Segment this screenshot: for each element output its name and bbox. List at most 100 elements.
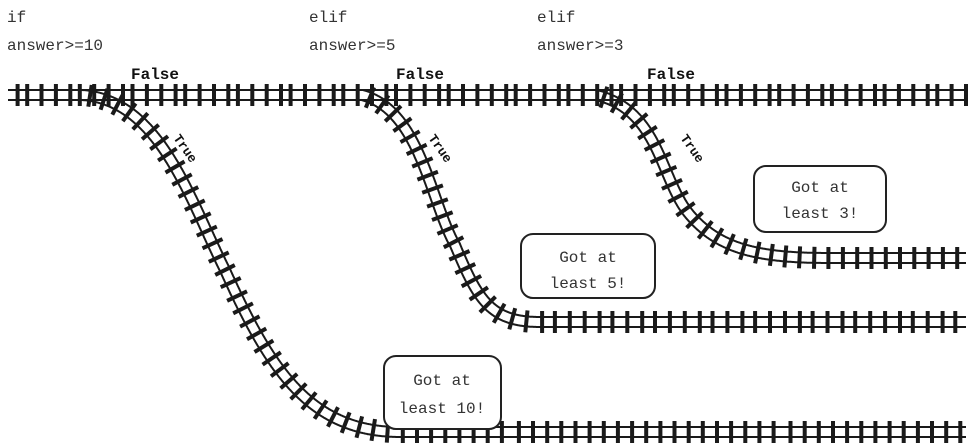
railroad-tie bbox=[685, 210, 704, 230]
rail bbox=[596, 89, 966, 254]
condition-expression: answer>=5 bbox=[309, 37, 395, 55]
condition-expression: answer>=10 bbox=[7, 37, 103, 55]
railroad-tie bbox=[675, 201, 696, 218]
railroad-tie bbox=[436, 223, 459, 236]
railroad-tie bbox=[189, 211, 212, 225]
railroad-tie bbox=[195, 224, 218, 238]
track-layer bbox=[8, 84, 968, 443]
railroad-tie bbox=[411, 156, 434, 169]
railroad-tie bbox=[696, 219, 714, 240]
railroad-tie bbox=[782, 245, 789, 268]
railroad-tie bbox=[643, 138, 666, 152]
railroad-tie bbox=[226, 289, 248, 303]
railroad-tie bbox=[121, 102, 138, 123]
railroad-tie bbox=[383, 104, 403, 123]
railroad-tie bbox=[649, 151, 672, 165]
railroad-tie bbox=[709, 227, 725, 249]
false-label: False bbox=[131, 66, 179, 84]
railroad-tie bbox=[300, 391, 318, 411]
railroad-tie bbox=[421, 183, 444, 195]
false-label: False bbox=[647, 66, 695, 84]
result-text-line: Got at bbox=[413, 372, 471, 390]
railroad-tie bbox=[392, 116, 413, 133]
railroad-tie bbox=[98, 88, 110, 111]
railroad-tie bbox=[363, 86, 376, 109]
railroad-tie bbox=[620, 101, 638, 121]
true-label: True bbox=[677, 132, 707, 166]
railroad-tie bbox=[232, 301, 254, 316]
railroad-tie bbox=[491, 302, 507, 324]
railroad-tie bbox=[753, 241, 762, 264]
railroad-tie bbox=[86, 84, 94, 108]
railroad-tie bbox=[261, 350, 282, 367]
railroad-tie bbox=[426, 197, 449, 209]
railroad-tie bbox=[667, 189, 689, 204]
result-box-5: Got at least 5! bbox=[520, 233, 656, 299]
condition-elif-3: elif answer>=3 bbox=[537, 9, 623, 55]
result-text-line: least 5! bbox=[550, 275, 627, 293]
railroad-tie bbox=[416, 169, 439, 182]
railroad-tie bbox=[609, 92, 624, 114]
railroad-tie bbox=[598, 86, 610, 109]
railroad-tie bbox=[339, 411, 352, 434]
railroad-tie bbox=[431, 210, 454, 222]
track-branch-5 bbox=[360, 86, 966, 333]
track-branch-10 bbox=[81, 84, 966, 443]
result-text-line: least 3! bbox=[782, 205, 859, 223]
railroad-tie bbox=[214, 263, 236, 277]
railroad-tie bbox=[448, 249, 471, 262]
railroad-tie bbox=[369, 418, 377, 442]
railroad-tie bbox=[468, 285, 490, 302]
railroad-tie bbox=[767, 243, 775, 267]
railroad-tie bbox=[269, 361, 290, 378]
result-text-line: Got at bbox=[791, 179, 849, 197]
railroad-tie bbox=[629, 112, 649, 130]
railroad-tie bbox=[164, 159, 186, 175]
railroad-tie bbox=[797, 246, 803, 269]
railroad-tie bbox=[354, 415, 365, 439]
railroad-tie bbox=[637, 125, 658, 141]
rail bbox=[594, 98, 966, 264]
condition-elif-5: elif answer>=5 bbox=[309, 9, 395, 55]
railroad-tie bbox=[184, 198, 206, 212]
railroad-tie bbox=[523, 310, 530, 333]
railroad-tie bbox=[110, 94, 125, 116]
railroad-tie bbox=[723, 233, 736, 256]
railroad-tie bbox=[454, 262, 477, 276]
railroad-tie bbox=[207, 250, 230, 264]
condition-keyword: elif bbox=[537, 9, 575, 27]
railroad-tie bbox=[279, 372, 299, 390]
condition-keyword: elif bbox=[309, 9, 347, 27]
track-main-false bbox=[8, 84, 968, 106]
result-box-frame bbox=[520, 233, 656, 299]
railroad-tie bbox=[289, 382, 308, 401]
railroad-tie bbox=[478, 295, 497, 314]
railroad-tie bbox=[131, 111, 150, 131]
result-box-3: Got at least 3! bbox=[753, 165, 887, 233]
railroad-tie bbox=[171, 172, 193, 187]
railroad-tie bbox=[405, 142, 428, 157]
track-branch-3 bbox=[594, 86, 966, 269]
result-box-frame bbox=[383, 355, 502, 430]
railroad-tie bbox=[149, 134, 170, 152]
result-text-line: least 10! bbox=[399, 400, 485, 418]
railroad-tie bbox=[507, 307, 518, 330]
condition-keyword: if bbox=[7, 9, 26, 27]
result-text-line: Got at bbox=[559, 249, 617, 267]
railroad-tie bbox=[374, 94, 391, 115]
railroad-tie bbox=[655, 164, 678, 178]
railroad-tie bbox=[460, 274, 483, 289]
railroad-tie bbox=[140, 123, 161, 141]
railroad-tie bbox=[219, 276, 242, 290]
railroad-tie bbox=[312, 399, 329, 420]
false-label: False bbox=[396, 66, 444, 84]
railroad-tie bbox=[812, 246, 817, 269]
result-box-10: Got at least 10! bbox=[383, 355, 502, 430]
condition-expression: answer>=3 bbox=[537, 37, 623, 55]
railroad-tie bbox=[157, 146, 178, 163]
result-box-frame bbox=[753, 165, 887, 233]
railroad-tie bbox=[201, 237, 224, 251]
railroad-tie bbox=[177, 185, 200, 199]
condition-if: if answer>=10 bbox=[7, 9, 103, 55]
